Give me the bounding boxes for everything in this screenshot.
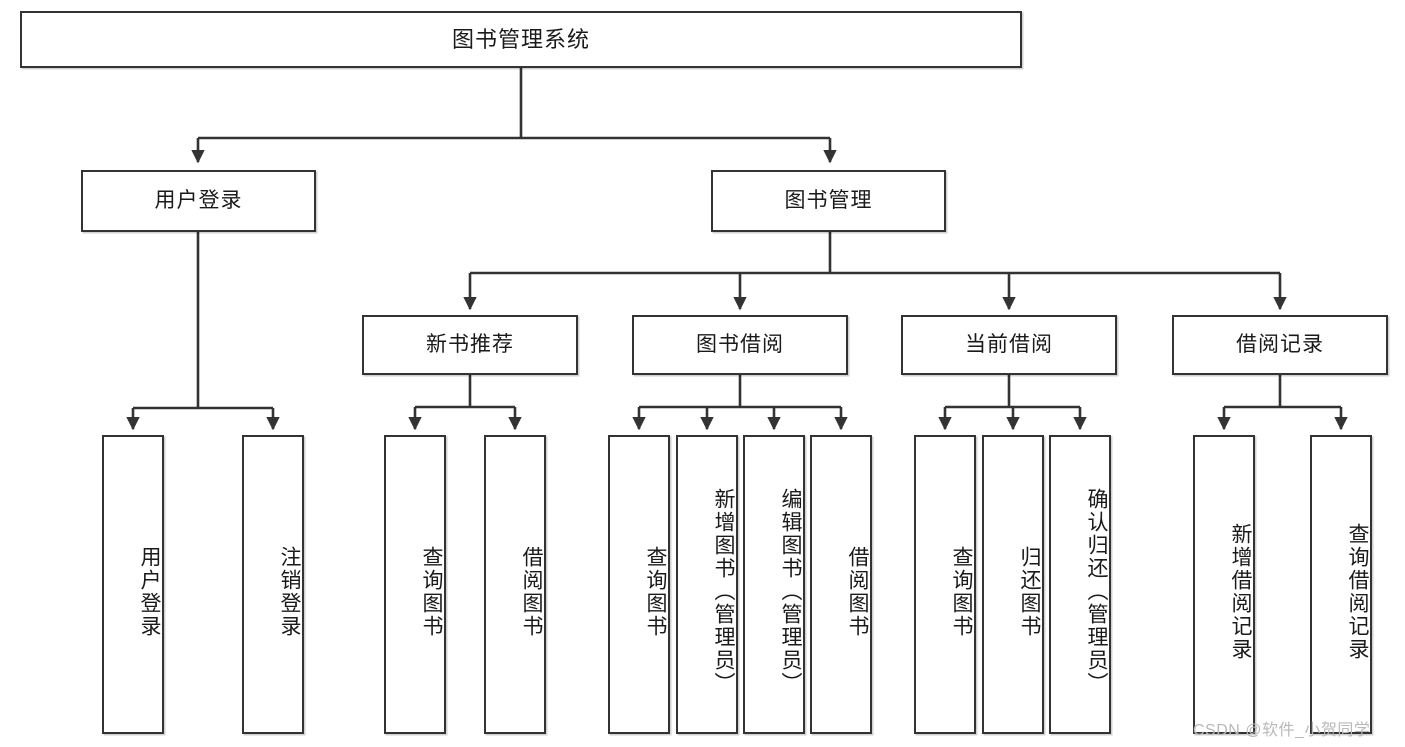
- node-book-management-label: 图书管理: [784, 188, 873, 212]
- node-leaf-query-book-2[interactable]: 查询图书: [608, 435, 670, 734]
- node-leaf-user-logout[interactable]: 注销登录: [242, 435, 304, 734]
- node-leaf-query-record[interactable]: 查询借阅记录: [1310, 435, 1372, 734]
- node-leaf-add-record[interactable]: 新增借阅记录: [1193, 435, 1255, 734]
- node-leaf-query-book-2-label: 查询图书: [644, 545, 667, 638]
- node-leaf-user-logout-label: 注销登录: [278, 545, 301, 638]
- node-new-book-recommend-label: 新书推荐: [426, 332, 514, 356]
- node-leaf-edit-book[interactable]: 编辑图书（管理员）: [743, 435, 805, 734]
- node-leaf-add-book-label: 新增图书（管理员）: [712, 488, 735, 695]
- node-book-borrow-label: 图书借阅: [696, 332, 784, 356]
- node-leaf-borrow-book-2[interactable]: 借阅图书: [810, 435, 872, 734]
- node-leaf-query-book-1-label: 查询图书: [420, 545, 443, 638]
- node-root-system[interactable]: 图书管理系统: [20, 11, 1022, 68]
- node-leaf-query-book-1[interactable]: 查询图书: [384, 435, 446, 734]
- node-leaf-query-record-label: 查询借阅记录: [1346, 522, 1369, 661]
- node-leaf-confirm-return-label: 确认归还（管理员）: [1085, 488, 1108, 695]
- node-leaf-user-login-label: 用户登录: [138, 545, 161, 638]
- node-user-login-label: 用户登录: [154, 188, 243, 212]
- node-leaf-query-book-3[interactable]: 查询图书: [914, 435, 976, 734]
- node-leaf-borrow-book-1-label: 借阅图书: [520, 545, 543, 638]
- node-leaf-return-book[interactable]: 归还图书: [982, 435, 1044, 734]
- node-new-book-recommend[interactable]: 新书推荐: [362, 315, 578, 375]
- node-leaf-query-book-3-label: 查询图书: [950, 545, 973, 638]
- node-leaf-add-record-label: 新增借阅记录: [1229, 522, 1252, 661]
- node-user-login[interactable]: 用户登录: [81, 170, 316, 232]
- node-book-borrow[interactable]: 图书借阅: [632, 315, 848, 375]
- node-leaf-user-login[interactable]: 用户登录: [102, 435, 164, 734]
- node-current-borrow-label: 当前借阅: [965, 332, 1053, 356]
- node-leaf-add-book[interactable]: 新增图书（管理员）: [676, 435, 738, 734]
- node-leaf-edit-book-label: 编辑图书（管理员）: [779, 488, 802, 695]
- node-leaf-borrow-book-2-label: 借阅图书: [846, 545, 869, 638]
- node-root-label: 图书管理系统: [451, 26, 590, 52]
- node-leaf-borrow-book-1[interactable]: 借阅图书: [484, 435, 546, 734]
- node-leaf-return-book-label: 归还图书: [1018, 545, 1041, 638]
- csdn-watermark: CSDN @软件_小贺同学: [1193, 722, 1371, 739]
- node-current-borrow[interactable]: 当前借阅: [901, 315, 1117, 375]
- node-leaf-confirm-return[interactable]: 确认归还（管理员）: [1049, 435, 1111, 734]
- node-borrow-record[interactable]: 借阅记录: [1172, 315, 1388, 375]
- node-book-management[interactable]: 图书管理: [711, 170, 946, 232]
- node-borrow-record-label: 借阅记录: [1236, 332, 1324, 356]
